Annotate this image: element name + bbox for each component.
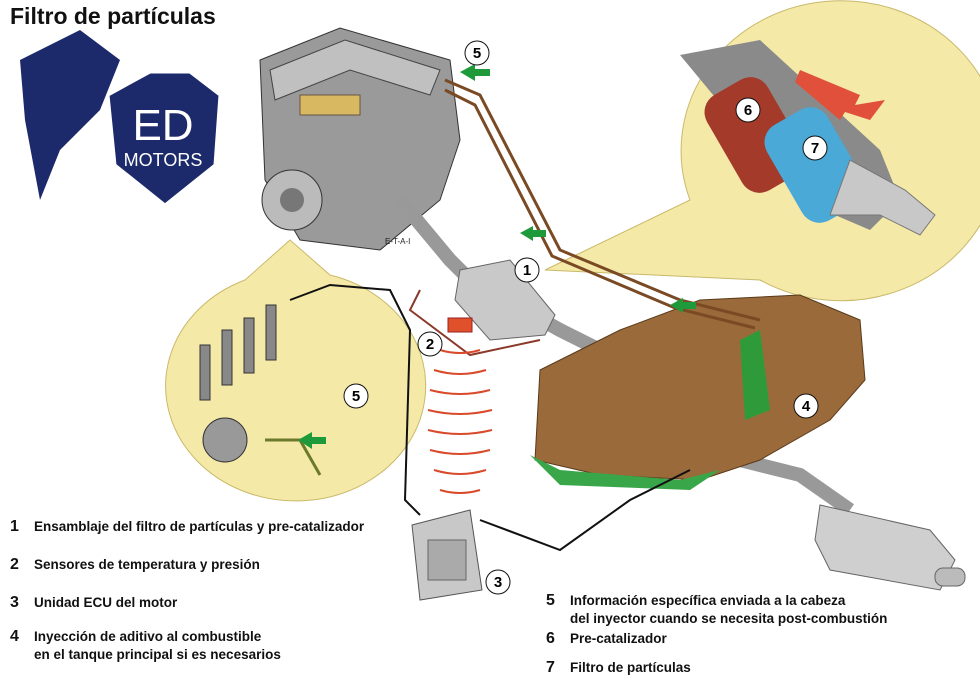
svg-text:3: 3 bbox=[494, 574, 502, 591]
flow-arrows bbox=[298, 64, 696, 449]
svg-text:1: 1 bbox=[523, 262, 531, 279]
sensor bbox=[427, 317, 493, 494]
callout-7: 7 bbox=[802, 135, 828, 161]
page-title: Filtro de partículas bbox=[10, 3, 216, 29]
callout-4: 4 bbox=[793, 393, 819, 419]
callout-5-left: 5 bbox=[343, 383, 369, 409]
svg-text:2: 2 bbox=[426, 336, 434, 353]
callout-6: 6 bbox=[735, 97, 761, 123]
injectors bbox=[199, 304, 277, 463]
logo-text-motors: MOTORS bbox=[124, 150, 203, 170]
fuel-tank bbox=[530, 294, 866, 490]
callout-2: 2 bbox=[417, 331, 443, 357]
svg-text:4: 4 bbox=[802, 398, 811, 415]
svg-text:5: 5 bbox=[473, 45, 481, 62]
callout-1: 1 bbox=[514, 257, 540, 283]
wiring bbox=[289, 283, 691, 552]
ed-motors-logo: ED MOTORS bbox=[20, 30, 222, 207]
svg-text:6: 6 bbox=[744, 102, 752, 119]
callout-markers: 1 2 3 4 5 5 6 7 bbox=[343, 40, 828, 595]
ecu-unit bbox=[411, 509, 483, 601]
logo-text-ed: ED bbox=[132, 101, 193, 150]
svg-text:7: 7 bbox=[811, 140, 819, 157]
engine: E-T-A-I bbox=[259, 27, 461, 251]
engine-label: E-T-A-I bbox=[385, 237, 410, 246]
svg-text:5: 5 bbox=[352, 388, 360, 405]
callout-5-top: 5 bbox=[464, 40, 490, 66]
callout-3: 3 bbox=[485, 569, 511, 595]
filter-cutaway bbox=[680, 40, 936, 236]
